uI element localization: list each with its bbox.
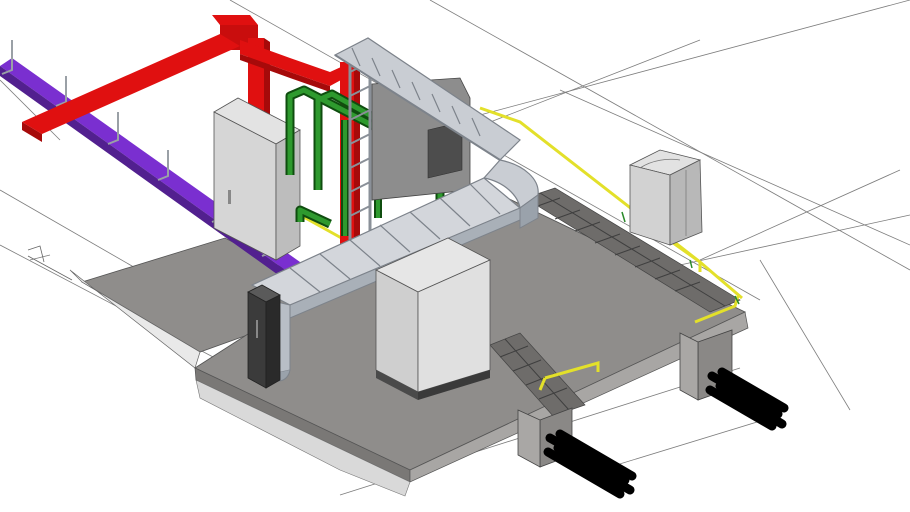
cable-tray-top <box>333 37 521 161</box>
cable-tray-bend <box>482 159 539 229</box>
cable-trench-front <box>489 332 586 417</box>
conduit-bundle-right <box>705 367 789 431</box>
server-cabinet-center <box>375 237 491 400</box>
cable-trench-right <box>524 187 741 313</box>
dark-cabinet-front <box>247 284 281 389</box>
grounding-ties <box>621 211 740 305</box>
conduit-bundle-front <box>543 429 637 499</box>
left-edge-lines <box>27 245 73 281</box>
wall-cabinet-right <box>628 149 703 246</box>
